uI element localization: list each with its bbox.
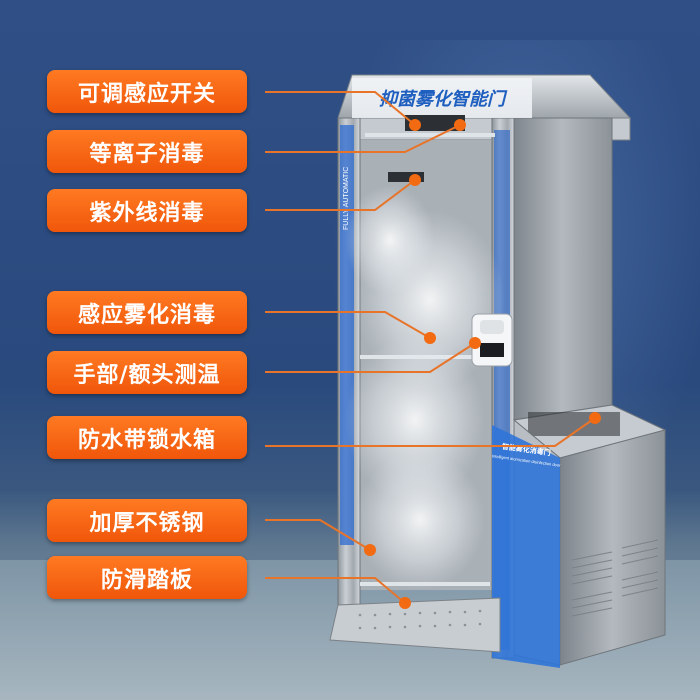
leader-dot-temp — [469, 337, 481, 349]
feature-label-plasma-disinfection: 等离子消毒 — [47, 130, 247, 173]
feature-label-temperature: 手部/额头测温 — [47, 351, 247, 394]
leader-line-plasma — [265, 124, 461, 153]
feature-label-water-tank: 防水带锁水箱 — [47, 416, 247, 459]
feature-label-anti-slip-pedal: 防滑踏板 — [47, 556, 247, 599]
leader-line-mist — [265, 311, 431, 339]
leader-line-uv — [265, 179, 416, 211]
leader-dot-steel — [364, 544, 376, 556]
feature-label-adjustable-switch: 可调感应开关 — [47, 70, 247, 113]
leader-line-steel — [265, 519, 371, 551]
leader-line-pedal — [265, 577, 406, 604]
leader-dot-plasma — [454, 119, 466, 131]
leader-line-switch — [265, 91, 416, 126]
feature-label-uv-disinfection: 紫外线消毒 — [47, 189, 247, 232]
leader-dot-tank — [589, 412, 601, 424]
feature-label-mist-disinfection: 感应雾化消毒 — [47, 291, 247, 334]
feature-label-stainless-steel: 加厚不锈钢 — [47, 499, 247, 542]
header-sign-text: 抑菌雾化智能门 — [379, 89, 508, 110]
leader-dot-uv — [409, 174, 421, 186]
leader-dot-pedal — [399, 597, 411, 609]
side-sign-text: FULLY AUTOMATIC — [343, 167, 350, 230]
leader-dot-switch — [409, 119, 421, 131]
leader-line-tank — [265, 417, 596, 447]
leader-line-temp — [265, 342, 476, 373]
leader-dot-mist — [424, 332, 436, 344]
